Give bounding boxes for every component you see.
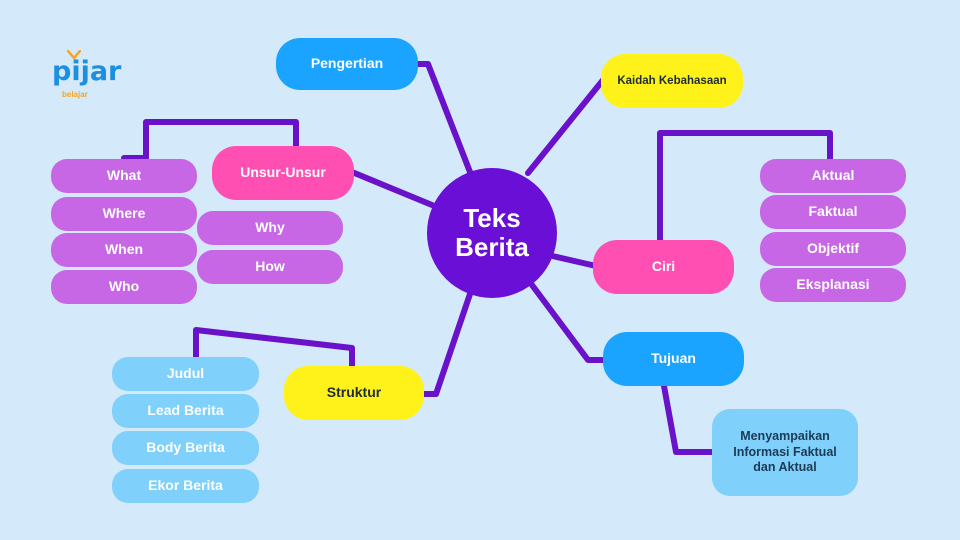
connector-tujuan-note: [661, 383, 715, 455]
struktur-item-ekor-berita: Ekor Berita: [112, 469, 259, 503]
tujuan-note: Menyampaikan Informasi Faktual dan Aktua…: [712, 409, 858, 496]
ciri-item-objektif: Objektif: [760, 232, 906, 266]
unsur-item-how: How: [197, 250, 343, 284]
unsur-item-why: Why: [197, 211, 343, 245]
logo-tagline: belajar: [62, 90, 88, 99]
logo-mark-icon: [67, 50, 81, 60]
unsur-item-where: Where: [51, 197, 197, 231]
connector-tujuan: [529, 282, 607, 363]
ciri-item-aktual: Aktual: [760, 159, 906, 193]
unsur-item-what: What: [51, 159, 197, 193]
unsur-item-when: When: [51, 233, 197, 267]
connector-struktur: [421, 291, 473, 397]
node-struktur: Struktur: [284, 366, 424, 420]
ciri-item-faktual: Faktual: [760, 195, 906, 229]
connector-kaidah: [525, 77, 606, 176]
connector-unsur-items: [121, 119, 299, 161]
ciri-item-eksplanasi: Eksplanasi: [760, 268, 906, 302]
logo-wordmark: pijar: [52, 56, 122, 87]
node-kaidah-kebahasaan: Kaidah Kebahasaan: [601, 54, 743, 108]
node-ciri: Ciri: [593, 240, 734, 294]
struktur-item-body-berita: Body Berita: [112, 431, 259, 465]
node-pengertian: Pengertian: [276, 38, 418, 90]
connector-struktur-items: [193, 327, 355, 371]
connector-unsur: [349, 169, 435, 208]
unsur-item-who: Who: [51, 270, 197, 304]
struktur-item-judul: Judul: [112, 357, 259, 391]
node-unsur-unsur: Unsur-Unsur: [212, 146, 354, 200]
pijar-logo: pijar belajar: [52, 50, 132, 102]
node-tujuan: Tujuan: [603, 332, 744, 386]
connector-ciri-items: [657, 130, 833, 244]
connector-ciri: [545, 252, 599, 269]
struktur-item-lead-berita: Lead Berita: [112, 394, 259, 428]
center-node-teks-berita: Teks Berita: [427, 168, 557, 298]
